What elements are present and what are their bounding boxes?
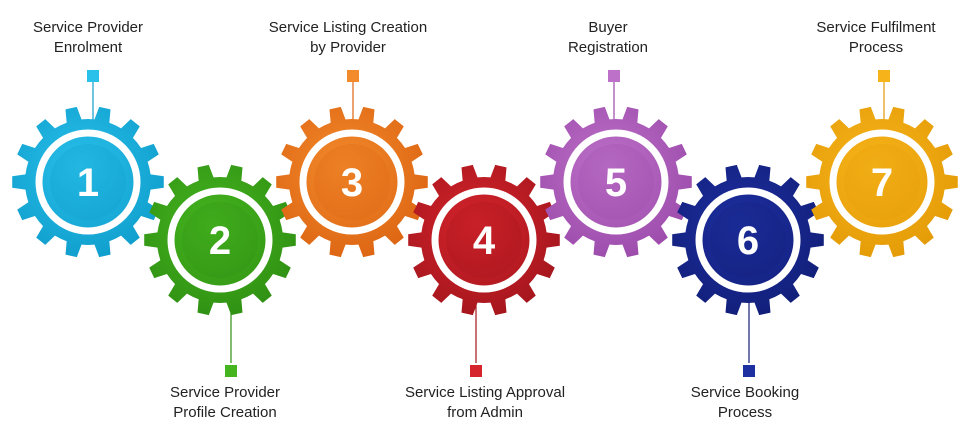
step-4-number: 4 bbox=[473, 219, 496, 263]
step-7-label: Service Fulfilment Process bbox=[776, 18, 970, 58]
gear-6: 6 bbox=[672, 164, 824, 377]
step-7-label-line-2: Process bbox=[848, 39, 904, 56]
step-6-label-line-2: Process bbox=[717, 404, 773, 421]
step-4-connector-square bbox=[470, 365, 482, 377]
gear-7-hub bbox=[844, 144, 920, 220]
gear-1-hub bbox=[50, 144, 126, 220]
gear-4: 4 bbox=[408, 164, 560, 377]
gear-7-ring bbox=[829, 129, 935, 235]
step-3-label-line-1: Service Listing Creation bbox=[268, 19, 428, 36]
step-6-number: 6 bbox=[737, 219, 759, 263]
gear-6-body bbox=[672, 164, 824, 316]
step-6-label-line-1: Service Booking bbox=[690, 384, 800, 401]
gear-1-ring bbox=[35, 129, 141, 235]
step-3-number: 3 bbox=[341, 161, 363, 205]
step-2-number: 2 bbox=[209, 219, 231, 263]
gear-7-body bbox=[806, 106, 958, 258]
gear-7: 7 bbox=[806, 70, 958, 258]
step-1-label-line-1: Service Provider bbox=[32, 19, 144, 36]
step-5-label-line-1: Buyer bbox=[588, 19, 628, 36]
step-1-label: Service Provider Enrolment bbox=[0, 18, 188, 58]
step-3-label-line-2: by Provider bbox=[310, 39, 386, 56]
gear-1: 1 bbox=[12, 70, 164, 258]
step-5-connector-square bbox=[608, 70, 620, 82]
step-2-label-line-1: Service Provider bbox=[169, 384, 281, 401]
gear-3-ring bbox=[299, 129, 405, 235]
step-4-label-line-1: Service Listing Approval bbox=[404, 384, 566, 401]
gear-3-hub bbox=[314, 144, 390, 220]
gear-2-body bbox=[144, 164, 296, 316]
gear-5-body bbox=[540, 106, 692, 258]
gear-6-ring bbox=[695, 187, 801, 293]
step-7-connector-square bbox=[878, 70, 890, 82]
step-5-label: Buyer Registration bbox=[508, 18, 708, 58]
gear-4-hub bbox=[446, 202, 522, 278]
gear-2-ring bbox=[167, 187, 273, 293]
gear-6-hub bbox=[710, 202, 786, 278]
step-2-connector-square bbox=[225, 365, 237, 377]
step-6-label: Service Booking Process bbox=[645, 383, 845, 423]
gear-5-ring bbox=[563, 129, 669, 235]
gear-5-hub bbox=[578, 144, 654, 220]
step-2-label: Service Provider Profile Creation bbox=[125, 383, 325, 423]
step-7-label-line-1: Service Fulfilment bbox=[816, 19, 936, 36]
gear-1-body bbox=[12, 106, 164, 258]
step-4-label-line-2: from Admin bbox=[447, 404, 523, 421]
step-6-connector-square bbox=[743, 365, 755, 377]
gear-3-body bbox=[276, 106, 428, 258]
step-1-number: 1 bbox=[77, 161, 99, 205]
step-4-label: Service Listing Approval from Admin bbox=[385, 383, 585, 423]
step-1-connector-square bbox=[87, 70, 99, 82]
gear-2: 2 bbox=[144, 164, 296, 377]
gear-4-body bbox=[408, 164, 560, 316]
gear-4-ring bbox=[431, 187, 537, 293]
step-1-label-line-2: Enrolment bbox=[53, 39, 123, 56]
gear-2-hub bbox=[182, 202, 258, 278]
step-3-connector-square bbox=[347, 70, 359, 82]
step-3-label: Service Listing Creation by Provider bbox=[248, 18, 448, 58]
step-7-number: 7 bbox=[871, 161, 893, 205]
step-2-label-line-2: Profile Creation bbox=[173, 404, 277, 421]
step-5-number: 5 bbox=[605, 161, 627, 205]
step-5-label-line-2: Registration bbox=[567, 39, 649, 56]
gear-3: 3 bbox=[276, 70, 428, 258]
gear-5: 5 bbox=[540, 70, 692, 258]
